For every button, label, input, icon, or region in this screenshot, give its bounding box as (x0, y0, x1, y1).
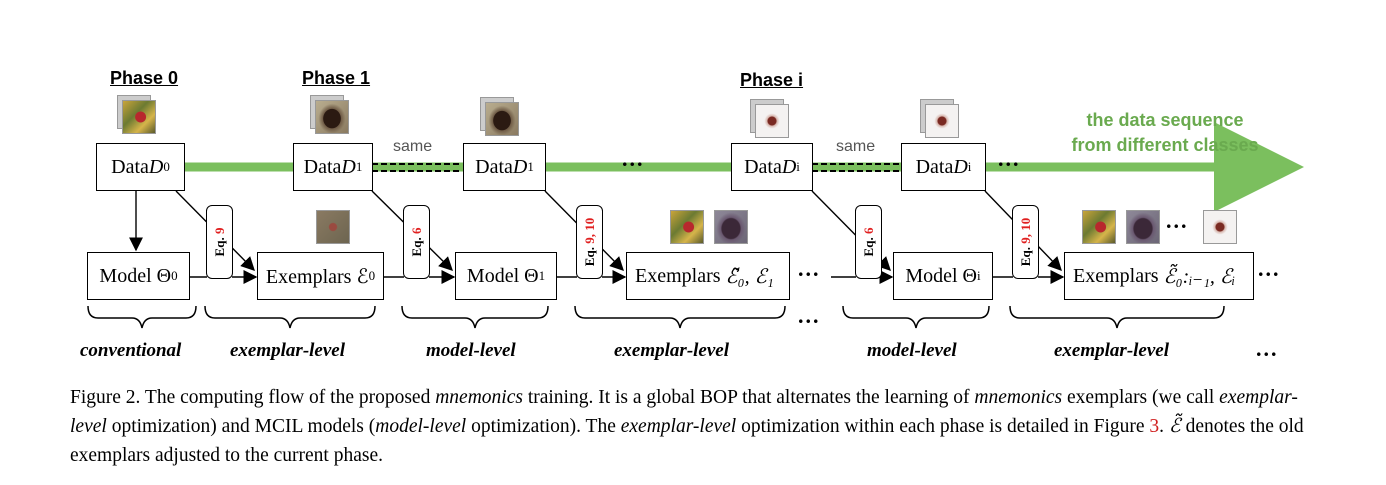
phasei-data-image (755, 104, 789, 138)
phase-i-label: Phase i (740, 70, 804, 90)
brace-5 (842, 305, 990, 329)
eq-box-3: Eq. 9, 10 (576, 205, 603, 279)
ellipsis-data-2: ... (998, 146, 1021, 171)
level-label-exemplar-1: exemplar-level (230, 340, 346, 361)
eq-box-4: Eq. 6 (855, 205, 882, 279)
phase0-data-image (122, 100, 156, 134)
figure-caption: Figure 2. The computing flow of the prop… (70, 387, 1304, 466)
same-label-2: same (836, 138, 876, 155)
eq-box-1: Eq. 9 (206, 205, 233, 279)
flow-arrows (87, 122, 1304, 329)
phase1-data-image-copy (485, 102, 519, 136)
same-label-1: same (393, 138, 433, 155)
exemplar-i-old-image (1082, 210, 1116, 244)
figure-3-link[interactable]: 3 (1149, 416, 1160, 437)
phase-0-label: Phase 0 (110, 68, 179, 88)
ellipsis-model-2: ... (1258, 256, 1281, 281)
exemplar-i-mid-image (1126, 210, 1160, 244)
exemplar-new-image (714, 210, 748, 244)
figure-2: Phase 0 Phase 1 Phase i ... same same th… (80, 68, 1304, 361)
ellipsis-levels: ... (1256, 336, 1279, 361)
ellipsis-data-1: ... (622, 146, 645, 171)
exemplar-box-i: Exemplars ℰ̃₀:ᵢ₋₁, ℰᵢ (1064, 252, 1254, 300)
level-label-exemplar-3: exemplar-level (1054, 340, 1170, 361)
exemplar-i-new-image (1203, 210, 1237, 244)
level-label-model-2: model-level (867, 340, 957, 361)
brace-2 (204, 305, 376, 329)
brace-3 (401, 305, 549, 329)
level-label-exemplar-2: exemplar-level (614, 340, 730, 361)
level-label-conventional: conventional (80, 340, 182, 361)
ellipsis-brace-1: ... (798, 303, 821, 328)
exemplar-ellipsis: ... (1166, 208, 1189, 233)
brace-4 (574, 305, 786, 329)
phase1-data-image (315, 100, 349, 134)
level-label-model-1: model-level (426, 340, 516, 361)
phase-1-label: Phase 1 (302, 68, 371, 88)
ellipsis-model-1: ... (798, 256, 821, 281)
exemplar-box-1: Exemplars ℰ̃₀, ℰ₁ (626, 252, 790, 300)
eq-box-5: Eq. 9, 10 (1012, 205, 1039, 279)
brace-1 (87, 305, 197, 329)
exemplar-0-image (316, 210, 350, 244)
brace-6 (1009, 305, 1225, 329)
phasei-data-image-copy (925, 104, 959, 138)
exemplar-old-image (670, 210, 704, 244)
data-sequence-caption: the data sequence from different classes (1071, 110, 1259, 155)
eq-box-2: Eq. 6 (403, 205, 430, 279)
